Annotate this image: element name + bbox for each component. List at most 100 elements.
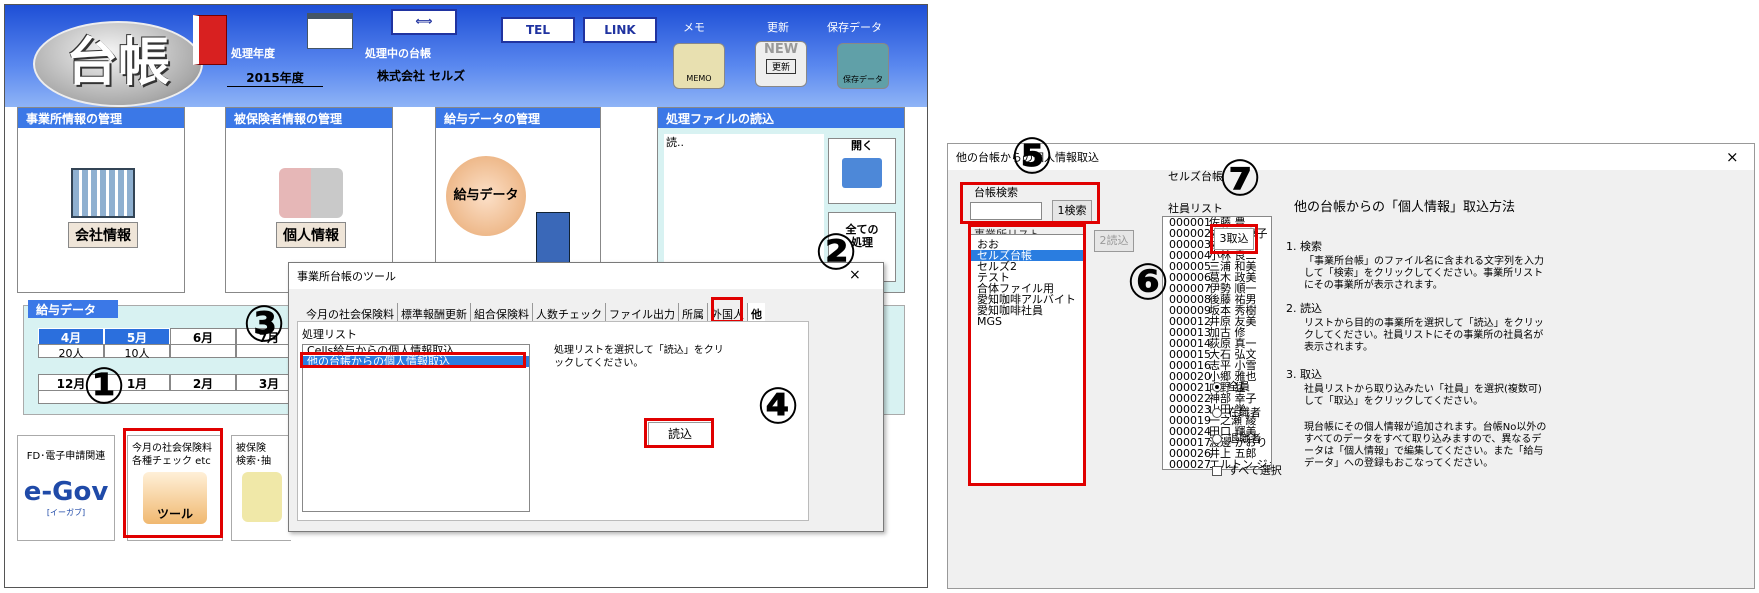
help-3-body-2: 現台帳にその個人情報が追加されます。台帳No以外のすべてのデータをすべて取り込み…: [1304, 422, 1547, 469]
employee-row[interactable]: 000005三浦 和美: [1163, 261, 1271, 272]
list-item[interactable]: Cells給与からの個人情報取込: [307, 344, 455, 357]
employee-row[interactable]: 000019一之瀬 綾: [1163, 415, 1271, 426]
radio-retired[interactable]: 退職者: [1212, 432, 1261, 445]
employee-row[interactable]: 000020小郷 雅也: [1163, 371, 1271, 382]
employee-row[interactable]: 000006葛木 政美: [1163, 272, 1271, 283]
all-button-line1: 全ての: [845, 223, 879, 236]
radio-all[interactable]: 全員: [1212, 380, 1250, 393]
month-cell[interactable]: 7月: [236, 328, 302, 347]
employee-row[interactable]: 000013加古 修: [1163, 327, 1271, 338]
salary-panel-title: 給与データの管理: [436, 108, 600, 128]
files-list[interactable]: 読..: [664, 134, 824, 284]
tool-tile[interactable]: 今月の社会保険料 各種チェック etc ツール: [127, 435, 223, 541]
list-item-selected[interactable]: セルズ台帳: [971, 250, 1085, 261]
memo-icon-label: MEMO: [686, 74, 712, 83]
salary-data-tile[interactable]: 給与データ: [446, 156, 526, 236]
list-item[interactable]: テスト: [977, 271, 1010, 284]
tool-line1: 今月の社会保険料: [132, 443, 212, 454]
employee-row[interactable]: 000024田口 輝美: [1163, 426, 1271, 437]
office-panel: 事業所情報の管理 会社情報: [17, 107, 185, 293]
month-cell[interactable]: 12月: [38, 374, 104, 393]
employee-row[interactable]: 000027エルトン ジョン: [1163, 459, 1271, 469]
employee-id: 000009: [1169, 304, 1211, 317]
employee-row[interactable]: 000016志平 小雪: [1163, 360, 1271, 371]
list-item[interactable]: 愛知咖啡社員: [977, 304, 1043, 317]
month-cell[interactable]: 5月: [104, 328, 170, 347]
employee-row[interactable]: 000014荻原 真一: [1163, 338, 1271, 349]
tab-other[interactable]: 他: [748, 303, 765, 325]
load-button[interactable]: 2読込: [1094, 230, 1134, 252]
tab-foreigner[interactable]: 外国人: [708, 303, 748, 325]
list-item[interactable]: セルズ2: [977, 260, 1017, 273]
year-label: 処理年度: [231, 47, 275, 60]
employee-id: 000001: [1169, 216, 1211, 229]
callout-4: ④: [756, 377, 800, 435]
employee-row[interactable]: 000026井上 五郎: [1163, 448, 1271, 459]
process-list[interactable]: Cells給与からの個人情報取込 他の台帳からの個人情報取込: [302, 344, 530, 512]
main-app-window: 台帳 処理年度 処理中の台帳 ⟺ TEL LINK メモ 更新 保存データ ME…: [4, 4, 928, 588]
radio-active[interactable]: 在職者: [1212, 406, 1261, 419]
employee-row[interactable]: 000009坂本 秀樹: [1163, 305, 1271, 316]
tool-dialog-title: 事業所台帳のツール: [297, 270, 396, 283]
tab-union-insurance[interactable]: 組合保険料: [471, 303, 533, 325]
employee-id: 000023: [1169, 403, 1211, 416]
tab-headcount[interactable]: 人数チェック: [533, 303, 606, 325]
process-list-label: 処理リスト: [302, 328, 357, 341]
building-icon: [71, 168, 135, 218]
tool-line2: 各種チェック etc: [132, 456, 211, 467]
employee-row[interactable]: 000015大石 弘文: [1163, 349, 1271, 360]
personal-info-tile[interactable]: 個人情報: [256, 164, 366, 264]
employee-row[interactable]: 000023山田 学: [1163, 404, 1271, 415]
import-button[interactable]: 3取込: [1214, 228, 1254, 250]
radio-retired-label: 退職者: [1228, 432, 1261, 445]
employee-row[interactable]: 000021内野 猛: [1163, 382, 1271, 393]
employee-row[interactable]: 000004小林 良二: [1163, 250, 1271, 261]
tab-standard-update[interactable]: 標準報酬更新: [398, 303, 471, 325]
employee-row[interactable]: 000022神部 幸子: [1163, 393, 1271, 404]
employee-row[interactable]: 000001佐藤 豊: [1163, 217, 1271, 228]
tab-monthly-insurance[interactable]: 今月の社会保険料: [303, 303, 398, 325]
employee-id: 000021: [1169, 381, 1211, 394]
open-button[interactable]: 開く: [828, 138, 896, 204]
memo-icon[interactable]: MEMO: [673, 43, 725, 89]
binder-icon: [193, 15, 227, 65]
tel-button[interactable]: TEL: [501, 17, 575, 43]
tool-dialog-close[interactable]: ×: [849, 267, 861, 283]
employee-list[interactable]: 000001佐藤 豊000002佐藤 理恵子000003佐藤 栄000004小林…: [1162, 216, 1272, 470]
employee-row[interactable]: 000007伊勢 順一: [1163, 283, 1271, 294]
company-info-tile[interactable]: 会社情報: [48, 164, 158, 264]
daicho-logo: 台帳: [33, 21, 203, 107]
tab-file-output[interactable]: ファイル出力: [606, 303, 679, 325]
save-data-icon[interactable]: 保存データ: [837, 43, 889, 89]
select-all-checkbox[interactable]: すべて選択: [1212, 464, 1282, 477]
list-item[interactable]: おお: [977, 238, 999, 251]
list-item[interactable]: 愛知咖啡アルバイト: [977, 293, 1076, 306]
callout-1: ①: [82, 357, 126, 415]
search-button[interactable]: 1検索: [1052, 200, 1092, 222]
import-dialog-close[interactable]: ×: [1726, 148, 1739, 166]
employee-name: 山田 学: [1209, 403, 1246, 416]
tab-affiliation[interactable]: 所属: [679, 303, 708, 325]
list-item[interactable]: 合体ファイル用: [977, 282, 1054, 295]
tool-icon: ツール: [143, 472, 207, 524]
people-icon: [279, 168, 343, 218]
help-1-body: 「事業所台帳」のファイル名に含まれる文字列を入力して「検索」をクリックしてくださ…: [1304, 256, 1544, 291]
update-icon-label: 更新: [766, 59, 796, 74]
highlight-tool-tile: [123, 428, 223, 538]
help-3-title: 3. 取込: [1286, 368, 1322, 381]
highlight-office-list: [968, 224, 1086, 486]
ledger-search-input[interactable]: [970, 202, 1042, 220]
swap-arrows-button[interactable]: ⟺: [391, 9, 457, 35]
tool-dialog-titlebar: 事業所台帳のツール: [289, 263, 883, 289]
list-item-selected[interactable]: 他の台帳からの個人情報取込: [303, 356, 529, 367]
list-item[interactable]: MGS: [977, 315, 1002, 328]
fd-egov-tile[interactable]: FD･電子申請関連 e-Gov [イーガブ]: [17, 435, 115, 541]
link-button[interactable]: LINK: [583, 17, 657, 43]
employee-row[interactable]: 000017渡邊 かおり: [1163, 437, 1271, 448]
employee-id: 000008: [1169, 293, 1211, 306]
highlight-import-button: [1210, 224, 1258, 254]
employee-row[interactable]: 000008後藤 祐男: [1163, 294, 1271, 305]
employee-row[interactable]: 000012井原 友美: [1163, 316, 1271, 327]
insured-search-tile[interactable]: 被保険 検索･抽: [231, 435, 291, 541]
